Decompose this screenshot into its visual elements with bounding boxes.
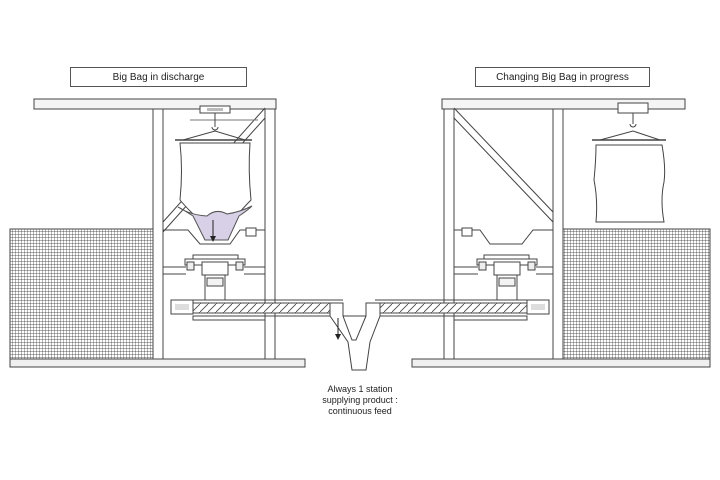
right-load-cell	[617, 102, 649, 114]
right-brace-1	[453, 107, 554, 223]
right-station	[374, 98, 711, 368]
note-line-1: Always 1 station	[327, 384, 393, 394]
right-screw-conveyor	[374, 302, 528, 314]
left-discharge-chute	[201, 261, 229, 276]
left-top-beam	[33, 98, 277, 110]
left-storage-block	[9, 228, 154, 360]
left-floor-slab	[9, 358, 306, 368]
right-storage-block	[562, 228, 711, 360]
right-top-beam	[441, 98, 686, 110]
right-column-2	[552, 108, 564, 360]
note-line-2: supplying product :	[322, 395, 398, 405]
right-big-bag	[593, 144, 666, 223]
left-station	[9, 98, 344, 368]
caption-right-station: Changing Big Bag in progress	[475, 67, 650, 87]
left-column-1	[152, 108, 164, 360]
left-column-2	[264, 108, 276, 360]
right-column-1	[443, 108, 455, 360]
continuous-feed-note: Always 1 station supplying product : con…	[300, 384, 420, 417]
right-discharge-chute	[493, 261, 521, 276]
left-hook	[211, 126, 219, 131]
right-floor-slab	[411, 358, 711, 368]
left-screw-conveyor	[192, 302, 344, 314]
caption-left-station: Big Bag in discharge	[70, 67, 247, 87]
left-bag-product	[177, 205, 253, 241]
right-hook	[629, 123, 637, 128]
note-line-3: continuous feed	[328, 406, 392, 416]
central-y-chute	[329, 302, 381, 371]
